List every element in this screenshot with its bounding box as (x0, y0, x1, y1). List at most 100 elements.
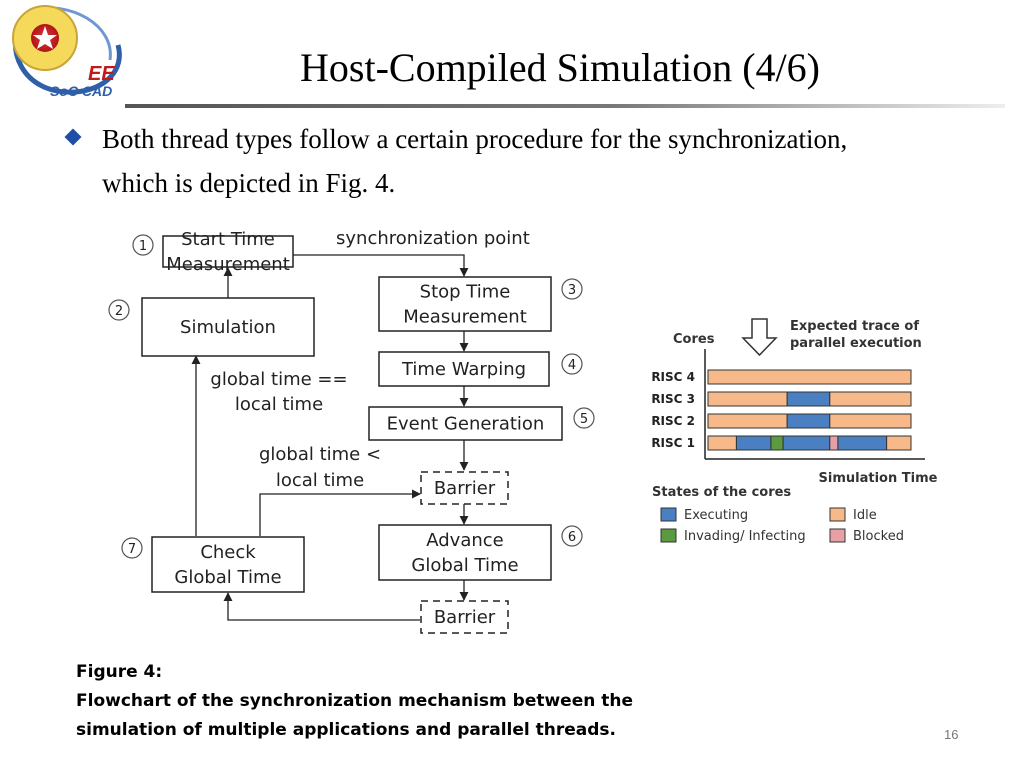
caption-line-1: Flowchart of the synchronization mechani… (76, 691, 634, 711)
flow-step-5: Event Generation 5 (368, 406, 595, 441)
step-number: 6 (568, 530, 576, 545)
step-number-badge (573, 407, 595, 429)
step-number-badge (121, 537, 143, 559)
step-number: 1 (139, 239, 147, 254)
figure-caption: Figure 4: Flowchart of the synchronizati… (76, 658, 633, 745)
step-number-badge (108, 299, 130, 321)
down-arrow-icon (741, 318, 778, 357)
legend-item-idle: Idle (829, 507, 877, 523)
trace-segment-executing (735, 435, 772, 451)
flow-step-box (162, 235, 294, 268)
core-label: RISC 2 (651, 414, 695, 428)
step-number: 4 (568, 358, 576, 373)
legend-item-blocked: Blocked (829, 528, 904, 544)
step-number: 2 (115, 304, 123, 319)
trace-segment-executing (786, 391, 831, 407)
legend-label: Executing (684, 508, 748, 523)
condition-less-line-2: local time (276, 470, 364, 491)
condition-equal-line-1: global time == (210, 369, 347, 390)
step-number-badge (561, 278, 583, 300)
trace-segment-executing (837, 435, 888, 451)
flow-step-label: Stop Time (420, 282, 511, 303)
trace-segment-idle (707, 413, 788, 429)
flow-step-label: Measurement (403, 307, 527, 328)
step-number: 3 (568, 283, 576, 298)
chart-title-line-1: Expected trace of (790, 319, 919, 334)
trace-segment-idle (707, 391, 788, 407)
flow-step-label: Measurement (166, 254, 290, 275)
barrier-1: Barrier (420, 471, 509, 505)
condition-equal-line-2: local time (235, 394, 323, 415)
flow-step-box (151, 536, 305, 593)
trace-segment-executing (782, 435, 831, 451)
legend-title: States of the cores (652, 485, 791, 500)
bullet-text: Both thread types follow a certain proce… (102, 124, 848, 198)
title-divider (125, 104, 1005, 108)
step-number-badge (132, 234, 154, 256)
trace-segment-idle (829, 413, 912, 429)
flow-step-label: Advance (426, 530, 503, 551)
flow-step-box (141, 297, 315, 357)
legend-label: Invading/ Infecting (684, 529, 806, 544)
logo-ee-text: EE (88, 63, 115, 85)
page-number: 16 (944, 727, 959, 742)
core-trace-row: RISC 4 (651, 369, 912, 385)
core-label: RISC 1 (651, 436, 695, 450)
trace-segment-executing (786, 413, 831, 429)
core-trace-row: RISC 2 (651, 413, 912, 429)
flow-step-label: Simulation (180, 317, 276, 338)
barrier-box (420, 600, 509, 634)
legend-item-invading: Invading/ Infecting (660, 528, 806, 544)
legend-swatch (829, 528, 846, 543)
flow-step-label: Time Warping (401, 359, 526, 380)
core-trace-row: RISC 1 (651, 435, 912, 451)
caption-line-2: simulation of multiple applications and … (76, 720, 616, 740)
barrier-2: Barrier (420, 600, 509, 634)
step-number: 5 (580, 412, 588, 427)
flow-step-2: Simulation 2 (108, 297, 315, 357)
core-trace-row: RISC 3 (651, 391, 912, 407)
flow-step-4: Time Warping 4 (378, 351, 583, 387)
legend-swatch (660, 507, 677, 522)
logo-soc-cad-text: SoC CAD (50, 83, 112, 99)
trace-segment-idle (707, 435, 737, 451)
trace-segment-idle (886, 435, 912, 451)
flow-step-label: Start Time (181, 229, 275, 250)
flow-step-box (368, 406, 563, 441)
barrier-label: Barrier (434, 478, 496, 499)
flow-step-label: Global Time (174, 567, 281, 588)
step-number: 7 (128, 542, 136, 557)
core-label: RISC 4 (651, 370, 695, 384)
step-number-badge (561, 525, 583, 547)
chart-y-axis-label: Cores (673, 332, 715, 347)
legend-swatch (660, 528, 677, 543)
legend-swatch (829, 507, 846, 522)
trace-segment-blocked (829, 435, 839, 451)
barrier-label: Barrier (434, 607, 496, 628)
caption-label: Figure 4: (76, 662, 163, 682)
legend-label: Blocked (853, 529, 904, 544)
condition-less-line-1: global time < (259, 444, 381, 465)
eesoc-cad-logo: EE SoC CAD (12, 5, 122, 99)
trace-segment-invading (770, 435, 784, 451)
trace-segment-idle (829, 391, 912, 407)
flow-step-box (378, 276, 552, 332)
chart-title-line-2: parallel execution (790, 336, 922, 351)
legend-label: Idle (853, 508, 877, 523)
flow-step-label: Global Time (411, 555, 518, 576)
flow-step-label: Event Generation (387, 414, 545, 435)
slide-title: Host-Compiled Simulation (4/6) (300, 45, 820, 90)
core-label: RISC 3 (651, 392, 695, 406)
flow-step-box (378, 351, 550, 387)
flow-step-label: Check (200, 542, 256, 563)
step-number-badge (561, 353, 583, 375)
barrier-box (420, 471, 509, 505)
chart-x-axis-label: Simulation Time (819, 471, 938, 486)
sync-point-label: synchronization point (336, 228, 530, 249)
legend-item-executing: Executing (660, 507, 748, 523)
